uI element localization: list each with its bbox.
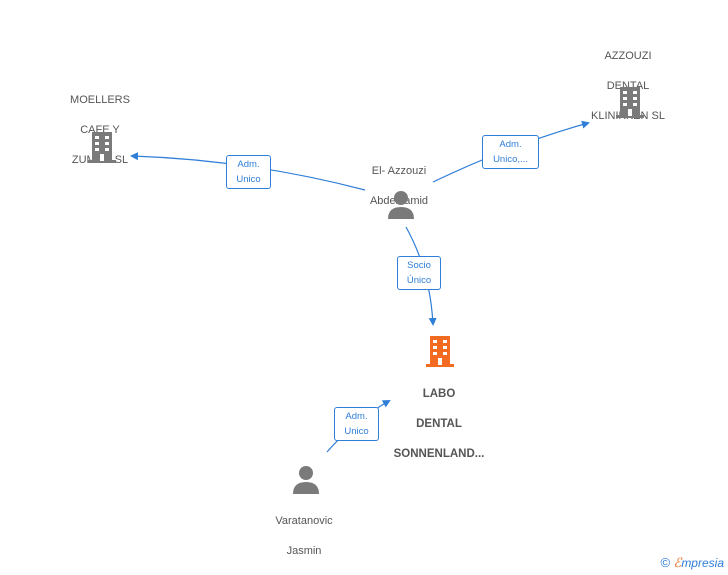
edge-label-line: Unico bbox=[236, 174, 261, 185]
node-label-line: Varatanovic bbox=[275, 515, 333, 527]
person-icon[interactable] bbox=[386, 190, 416, 220]
edge-label-to-azzouzi: Adm. Unico,... bbox=[482, 135, 539, 169]
building-icon[interactable] bbox=[86, 130, 118, 164]
node-label-labo-dental[interactable]: LABO DENTAL SONNENLAND... bbox=[384, 372, 494, 477]
node-label-line: MOELLERS bbox=[70, 94, 130, 106]
node-label-line: El- Azzouzi bbox=[371, 165, 427, 177]
edge-label-line: Unico,... bbox=[493, 154, 528, 165]
node-label-line: LABO bbox=[422, 388, 456, 400]
edge-label-line: Adm. bbox=[345, 411, 368, 422]
person-icon[interactable] bbox=[291, 465, 321, 495]
brand-mark: ℰ bbox=[673, 556, 682, 571]
edge-label-line: Socio bbox=[407, 260, 431, 271]
building-icon[interactable] bbox=[424, 334, 456, 368]
brand-name: mpresia bbox=[681, 556, 724, 570]
building-icon[interactable] bbox=[614, 85, 646, 119]
edge-label-line: Adm. bbox=[499, 139, 522, 150]
edge-label-to-labo-socio: Socio Único bbox=[397, 256, 441, 290]
node-label-line: SONNENLAND... bbox=[393, 448, 485, 460]
edge-label-line: Único bbox=[406, 275, 432, 286]
node-label-varatanovic[interactable]: Varatanovic Jasmin bbox=[254, 499, 354, 574]
edge-label-varatanovic-to-labo: Adm. Unico bbox=[334, 407, 379, 441]
edge-label-to-moellers: Adm. Unico bbox=[226, 155, 271, 189]
node-label-line: Jasmin bbox=[286, 545, 322, 557]
edge-label-line: Unico bbox=[344, 426, 369, 437]
node-label-line: AZZOUZI bbox=[604, 50, 652, 62]
edge-label-line: Adm. bbox=[237, 159, 260, 170]
copyright-icon: © bbox=[660, 555, 671, 570]
empresia-logo[interactable]: © ℰmpresia bbox=[661, 555, 725, 571]
node-label-line: DENTAL bbox=[416, 418, 462, 430]
